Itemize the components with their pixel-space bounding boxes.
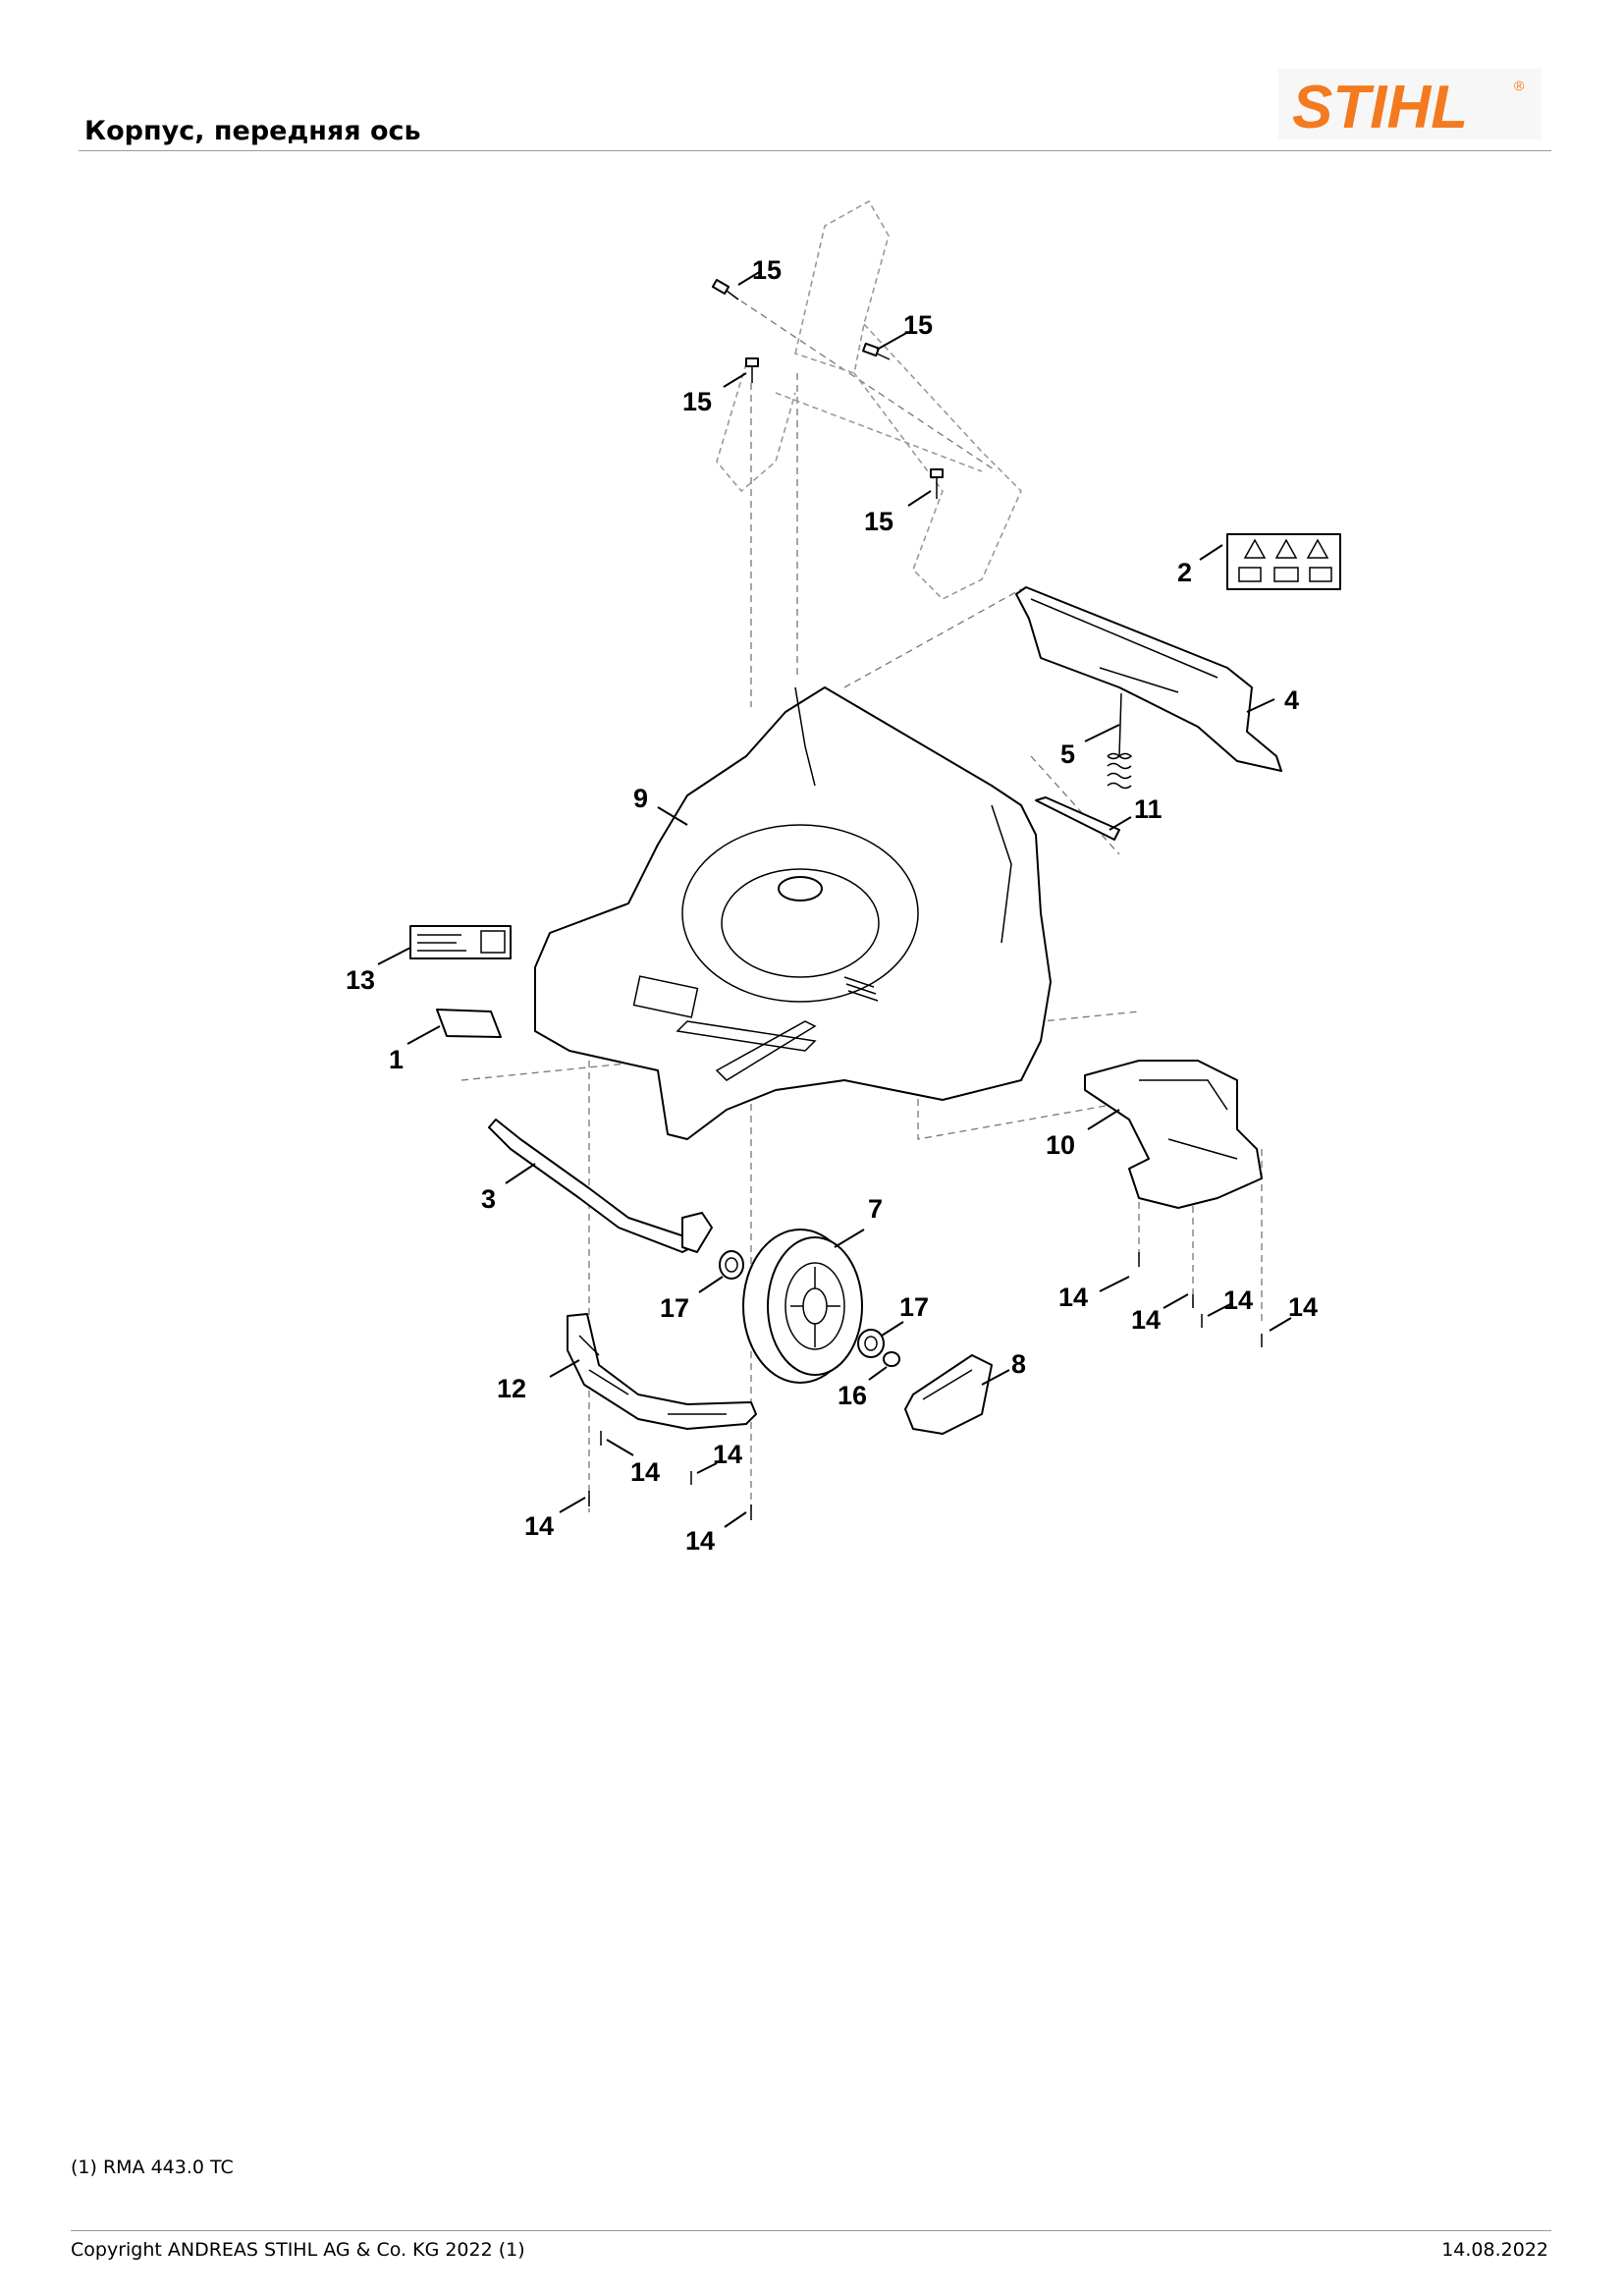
callout-7: 7 <box>868 1194 883 1224</box>
sticker-part-1 <box>436 1009 502 1038</box>
callout-17-left: 17 <box>660 1293 689 1323</box>
handle-screws <box>711 279 944 499</box>
callout-11: 11 <box>1134 794 1163 824</box>
insert-part-10 <box>1084 1060 1263 1209</box>
callout-15-right: 15 <box>903 310 933 340</box>
screws-part-14 <box>588 1252 1263 1520</box>
callout-17-right: 17 <box>899 1292 929 1322</box>
callout-5: 5 <box>1060 739 1075 769</box>
document-date: 14.08.2022 <box>1441 2239 1548 2261</box>
callout-3: 3 <box>481 1184 496 1214</box>
callout-leaders <box>377 270 1292 1528</box>
callout-16: 16 <box>838 1381 867 1410</box>
callout-1: 1 <box>389 1045 404 1074</box>
handle-ghost <box>716 199 1022 600</box>
bushing-part-17b <box>857 1329 885 1358</box>
callout-15-left: 15 <box>682 387 712 416</box>
nut-part-16 <box>883 1351 900 1367</box>
callout-14-insert-c: 14 <box>1223 1285 1253 1315</box>
callout-14-insert-a: 14 <box>1058 1283 1088 1312</box>
callout-14-insert-d: 14 <box>1288 1292 1318 1322</box>
callout-14-bumper-b: 14 <box>713 1440 742 1469</box>
page-title: Корпус, передняя ось <box>84 116 421 146</box>
model-footnote: (1) RMA 443.0 TC <box>71 2157 234 2178</box>
wheel-part-7 <box>742 1229 863 1384</box>
stihl-logo: STIHL ® <box>1278 69 1542 139</box>
axle-part-3 <box>488 1119 713 1253</box>
callout-4: 4 <box>1284 685 1299 715</box>
callout-10: 10 <box>1046 1130 1075 1160</box>
callout-8: 8 <box>1011 1349 1026 1379</box>
callout-labels: 15 15 15 15 2 4 5 9 11 13 1 10 3 7 17 17… <box>346 255 1318 1556</box>
callout-14-insert-b: 14 <box>1131 1305 1161 1335</box>
hubcap-part-8 <box>904 1354 993 1435</box>
callout-9: 9 <box>633 784 648 813</box>
footer-rule <box>71 2230 1551 2231</box>
callout-15-lower: 15 <box>864 507 893 536</box>
rear-flap-part-4 <box>1015 586 1282 772</box>
callout-2: 2 <box>1177 558 1192 587</box>
copyright-text: Copyright ANDREAS STIHL AG & Co. KG 2022… <box>71 2239 525 2261</box>
logo-registered-mark: ® <box>1514 78 1525 93</box>
header-rule <box>79 150 1551 151</box>
mower-deck-part-9 <box>534 686 1052 1140</box>
callout-12: 12 <box>497 1374 526 1403</box>
bushing-part-17a <box>719 1250 744 1280</box>
callout-14-bumper-c: 14 <box>524 1511 554 1541</box>
callout-14-bumper-d: 14 <box>685 1526 715 1556</box>
logo-text: STIHL <box>1292 74 1468 139</box>
type-plate-part-13 <box>409 925 512 959</box>
warning-label-part-2 <box>1226 533 1341 590</box>
spring-part-5 <box>1107 692 1133 790</box>
callout-14-bumper-a: 14 <box>630 1457 660 1487</box>
strip-part-11 <box>1035 796 1120 841</box>
callout-15-top: 15 <box>752 255 782 285</box>
callout-13: 13 <box>346 965 375 995</box>
front-bumper-part-12 <box>567 1313 757 1430</box>
